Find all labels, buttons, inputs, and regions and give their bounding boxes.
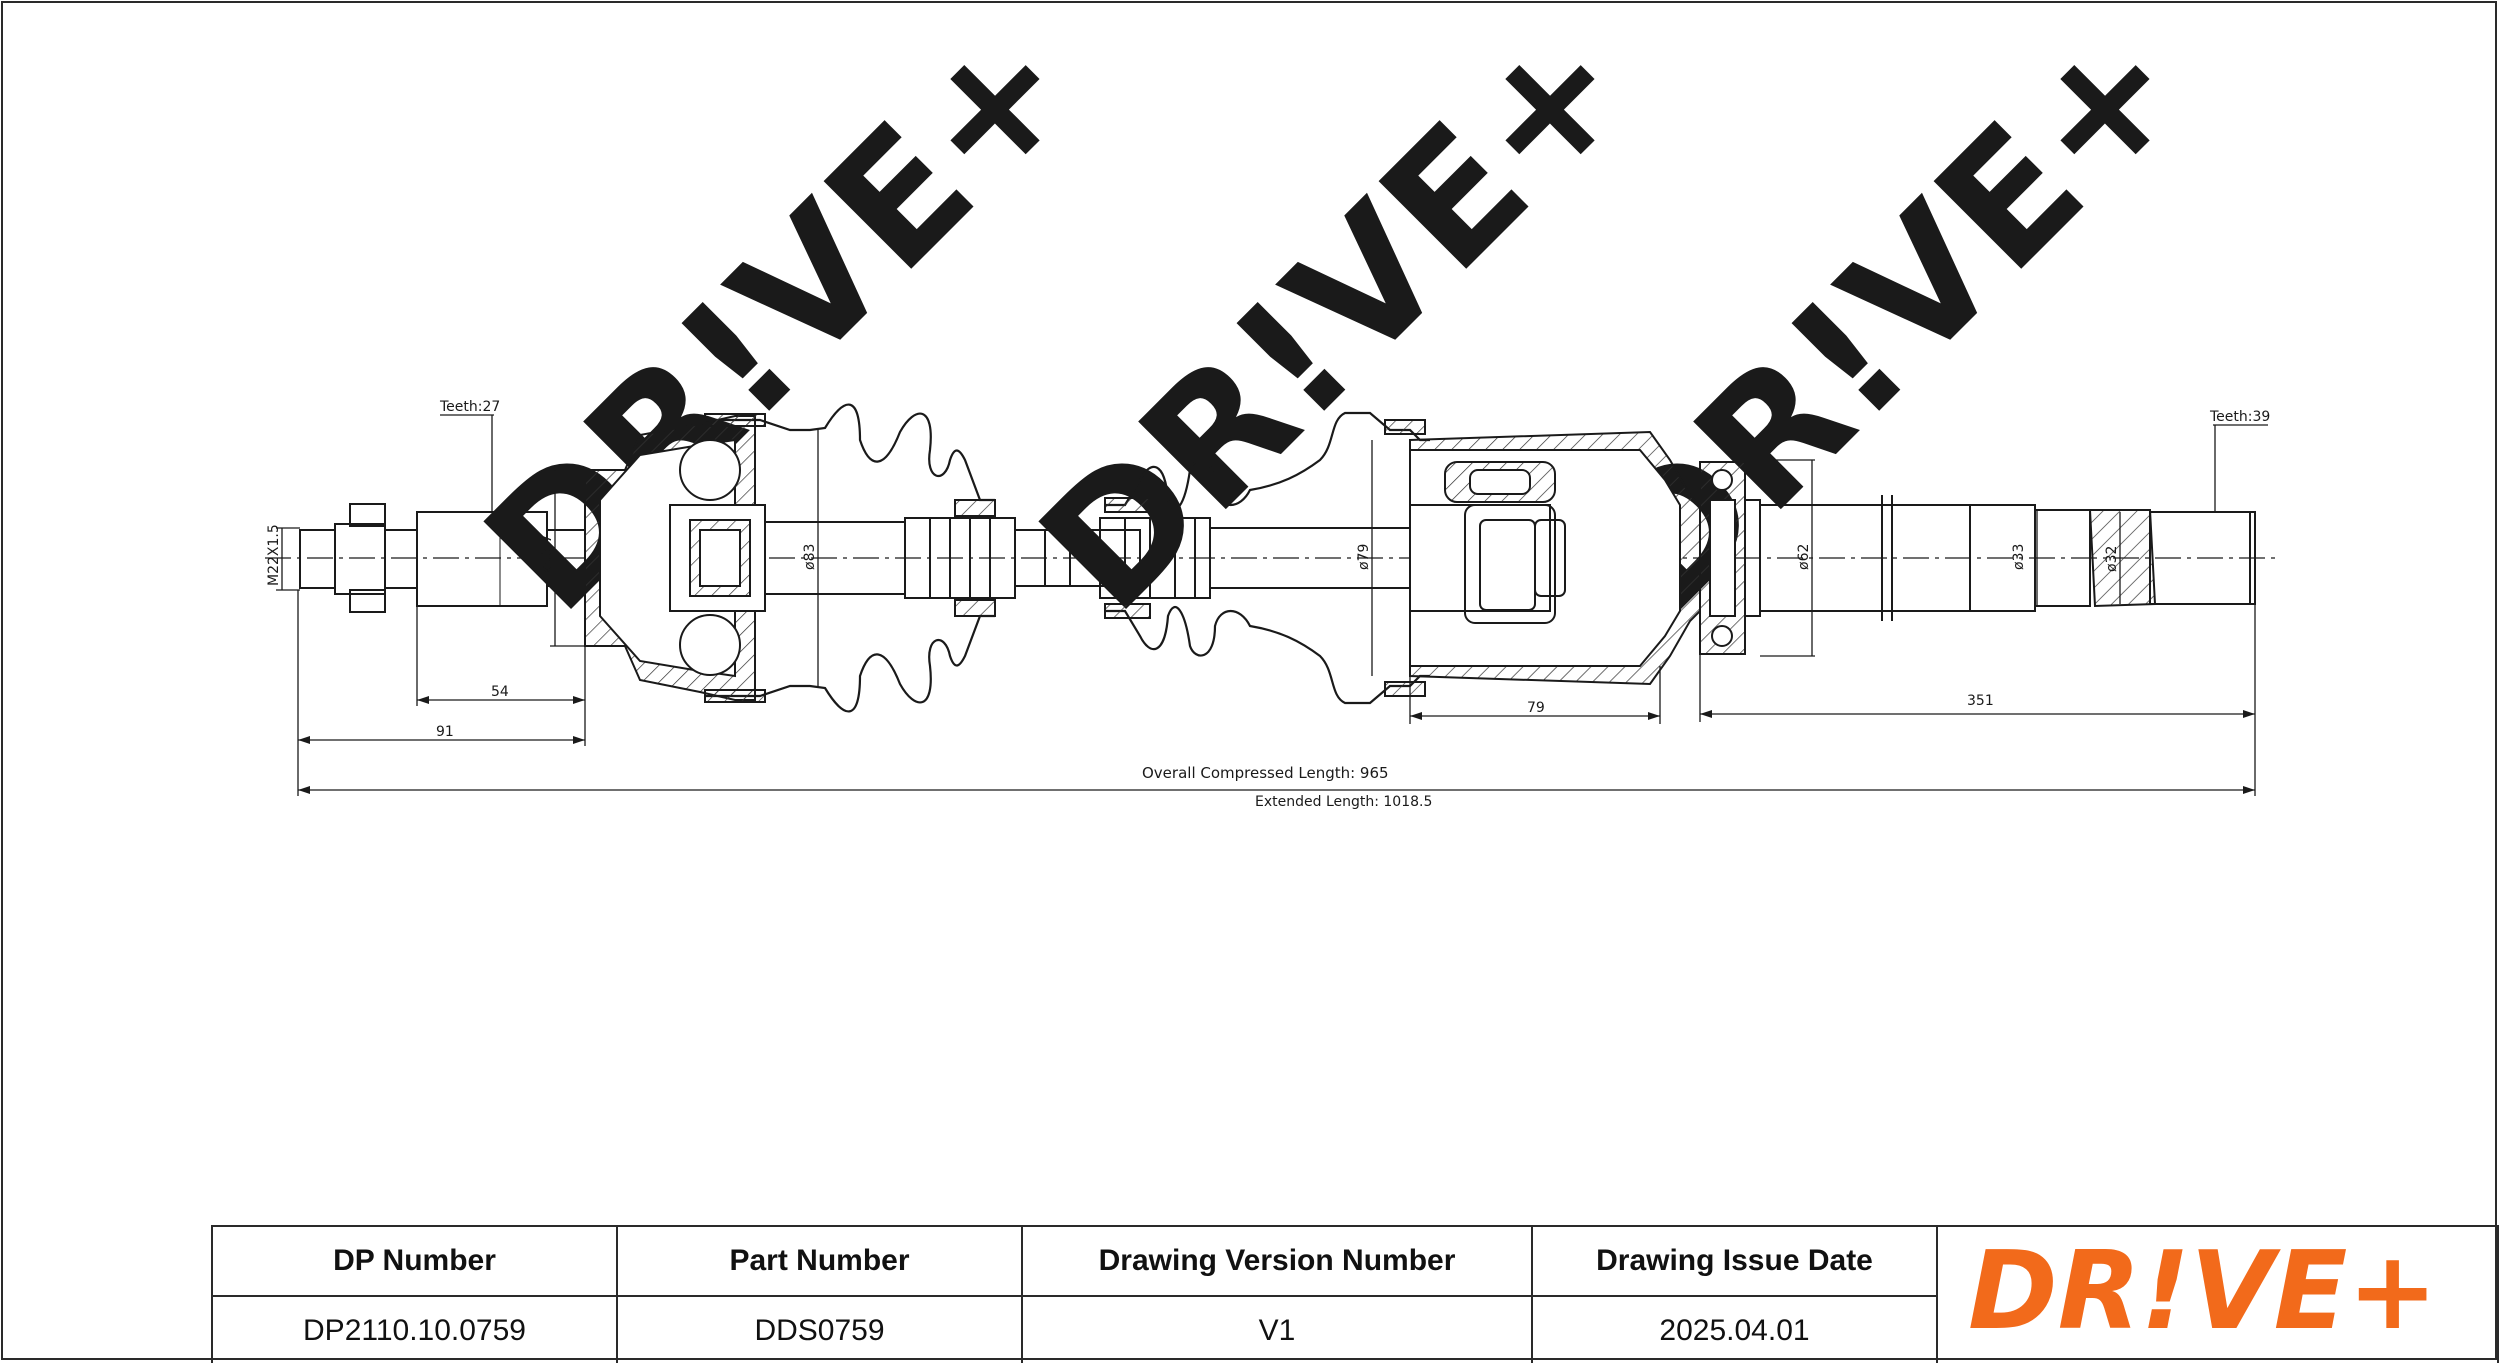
- value-dp-number: DP2110.10.0759: [211, 1295, 618, 1363]
- dimension-lines: [276, 414, 2268, 796]
- inner-tripod-boot: [1104, 411, 1430, 705]
- outer-cv-joint: [584, 415, 766, 701]
- label-dia-56-7: ø56.7: [539, 534, 555, 574]
- label-dia-83: ø83: [802, 544, 818, 570]
- label-overall-length: Overall Compressed Length: 965: [1142, 764, 1389, 782]
- value-drawing-version: V1: [1021, 1295, 1533, 1363]
- label-len-54: 54: [491, 684, 509, 700]
- right-stub-shaft: [1759, 495, 2256, 621]
- label-teeth-right: Teeth:39: [2209, 409, 2270, 425]
- label-dia-32: ø32: [2104, 546, 2120, 572]
- logo-cell: DR!VE+: [1936, 1225, 2499, 1363]
- label-dia-33: ø33: [2011, 544, 2027, 570]
- dimension-labels: M22X1.5 Teeth:27 ø56.7 ø83 ø79 ø62 ø33 ø…: [266, 399, 2270, 810]
- value-issue-date: 2025.04.01: [1531, 1295, 1938, 1363]
- outer-cv-boot: [704, 403, 996, 713]
- label-extended-length: Extended Length: 1018.5: [1255, 794, 1432, 810]
- header-part-number: Part Number: [616, 1225, 1023, 1297]
- header-dp-number: DP Number: [211, 1225, 618, 1297]
- dimension-arrows: [298, 696, 2255, 794]
- value-part-number: DDS0759: [616, 1295, 1023, 1363]
- label-dia-79: ø79: [1356, 544, 1372, 570]
- label-thread: M22X1.5: [266, 524, 282, 586]
- header-drawing-version: Drawing Version Number: [1021, 1225, 1533, 1297]
- label-len-351: 351: [1967, 693, 1994, 709]
- title-block: DP Number Part Number Drawing Version Nu…: [211, 1225, 2499, 1363]
- drive-logo: DR!VE+: [1968, 1229, 2438, 1354]
- header-issue-date: Drawing Issue Date: [1531, 1225, 1938, 1297]
- inner-tripod-housing: [1409, 430, 1701, 686]
- logo-text: DR!VE+: [1968, 1232, 2438, 1352]
- main-shaft: [764, 517, 1411, 599]
- label-dia-62: ø62: [1796, 544, 1812, 570]
- left-stub-shaft: [299, 503, 585, 613]
- label-len-91: 91: [436, 724, 454, 740]
- label-len-79: 79: [1527, 700, 1545, 716]
- label-teeth-left: Teeth:27: [439, 399, 500, 415]
- bearing: [1699, 461, 1761, 655]
